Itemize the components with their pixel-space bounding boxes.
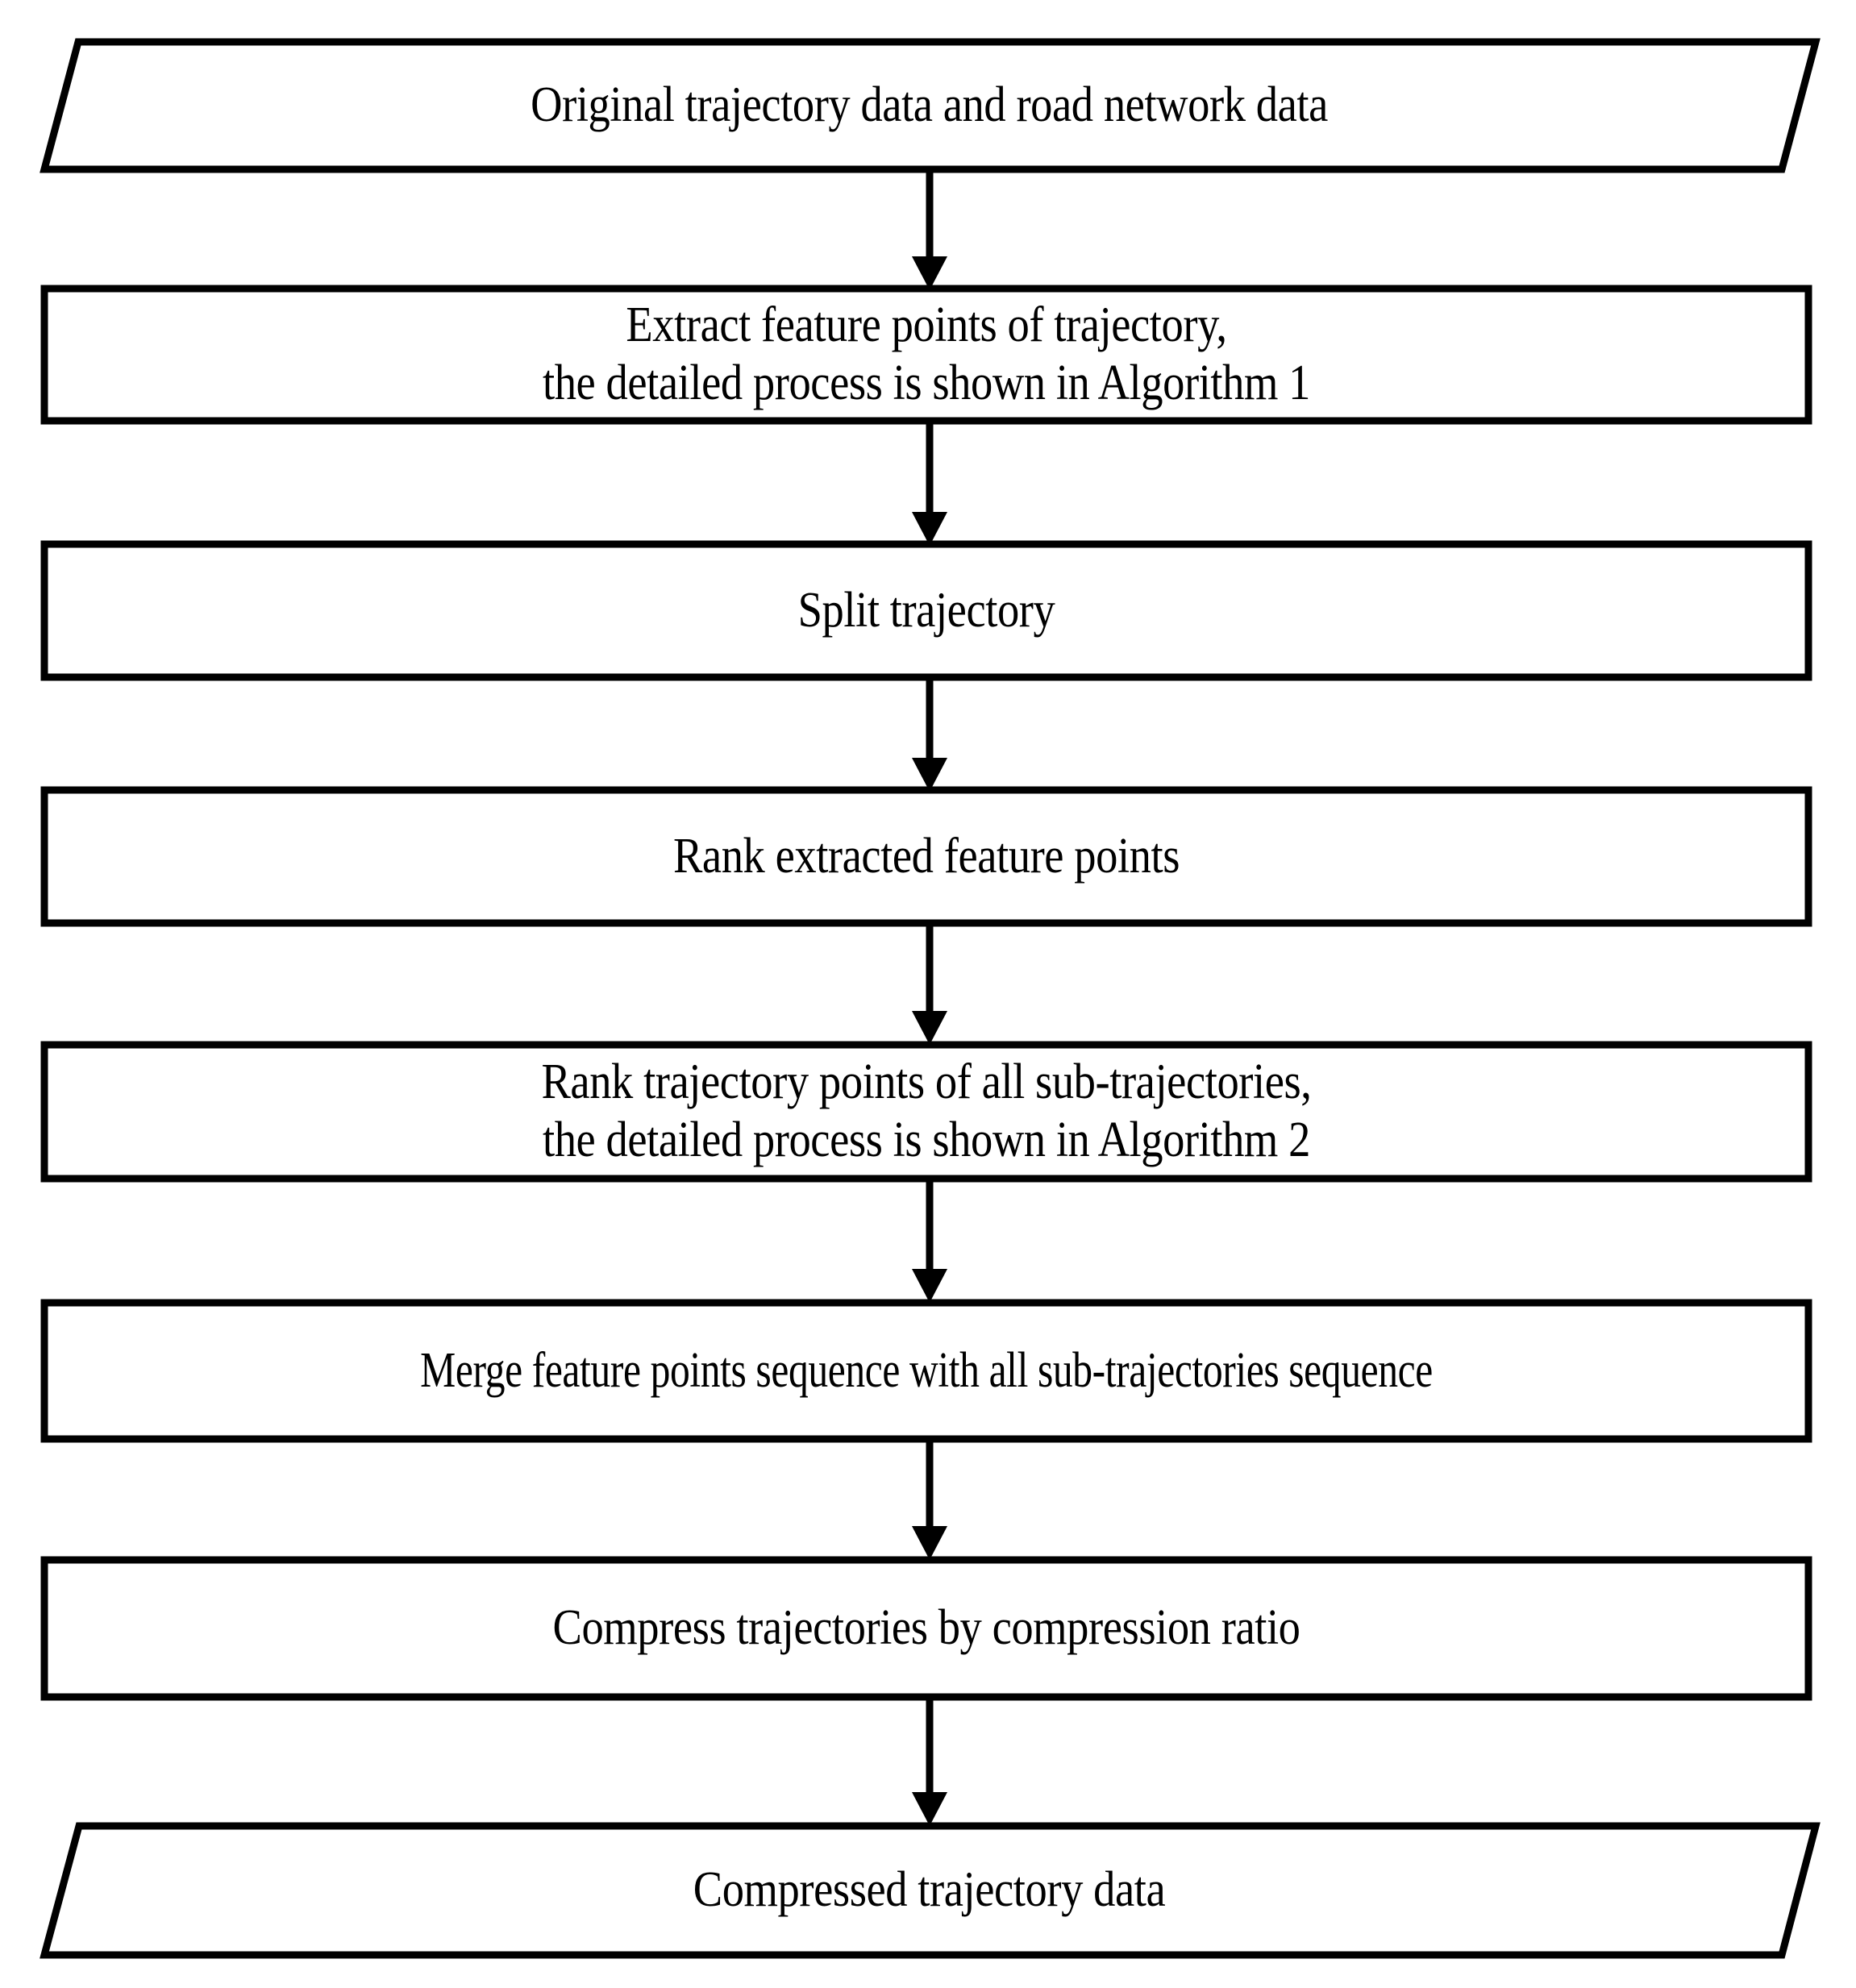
edge-arrowhead-4 [912, 1011, 947, 1045]
edge-arrowhead-7 [912, 1792, 947, 1826]
node-shape-input-original-data[interactable] [40, 38, 1821, 173]
edge-arrowhead-1 [912, 256, 947, 290]
edge-arrowhead-6 [912, 1526, 947, 1560]
edge-arrowhead-3 [912, 758, 947, 792]
node-shape-extract-feature-points[interactable] [40, 285, 1812, 425]
edge-arrowhead-2 [912, 512, 947, 546]
node-shape-split-trajectory[interactable] [40, 540, 1812, 681]
node-shape-merge-feature-points[interactable] [40, 1299, 1812, 1443]
node-shape-rank-trajectory-points[interactable] [40, 1041, 1812, 1183]
node-shape-rank-extracted-feature-points[interactable] [40, 786, 1812, 927]
node-shape-output-compressed-data[interactable] [40, 1822, 1821, 1959]
node-shape-compress-trajectories[interactable] [40, 1556, 1812, 1701]
edge-arrowhead-5 [912, 1269, 947, 1303]
